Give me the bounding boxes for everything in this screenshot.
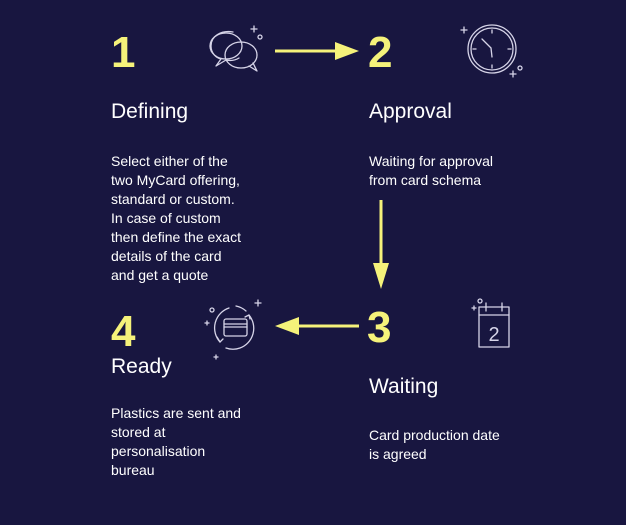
step-3-number: 3 — [367, 303, 392, 352]
arrow-down-icon — [373, 200, 389, 289]
arrow-right-icon — [275, 42, 359, 60]
step-3-title: Waiting — [369, 375, 439, 398]
step-2-number: 2 — [368, 28, 393, 77]
clock-icon — [460, 24, 523, 78]
svg-text:2: 2 — [488, 324, 499, 346]
chat-bubbles-icon — [209, 25, 263, 72]
step-1-title: Defining — [111, 100, 189, 123]
card-cycle-icon — [204, 299, 262, 360]
step-2-description: Waiting for approval from card schema — [369, 153, 493, 188]
step-3-description: Card production date is agreed — [369, 427, 500, 462]
step-2-title: Approval — [369, 100, 452, 123]
step-4-number: 4 — [111, 307, 136, 356]
step-4-title: Ready — [111, 355, 172, 378]
arrow-left-icon — [275, 317, 359, 335]
step-4-description: Plastics are sent and stored at personal… — [111, 405, 241, 478]
calendar-icon: 2 — [471, 298, 510, 348]
step-1-number: 1 — [111, 28, 136, 77]
step-1-description: Select either of the two MyCard offering… — [111, 153, 241, 283]
